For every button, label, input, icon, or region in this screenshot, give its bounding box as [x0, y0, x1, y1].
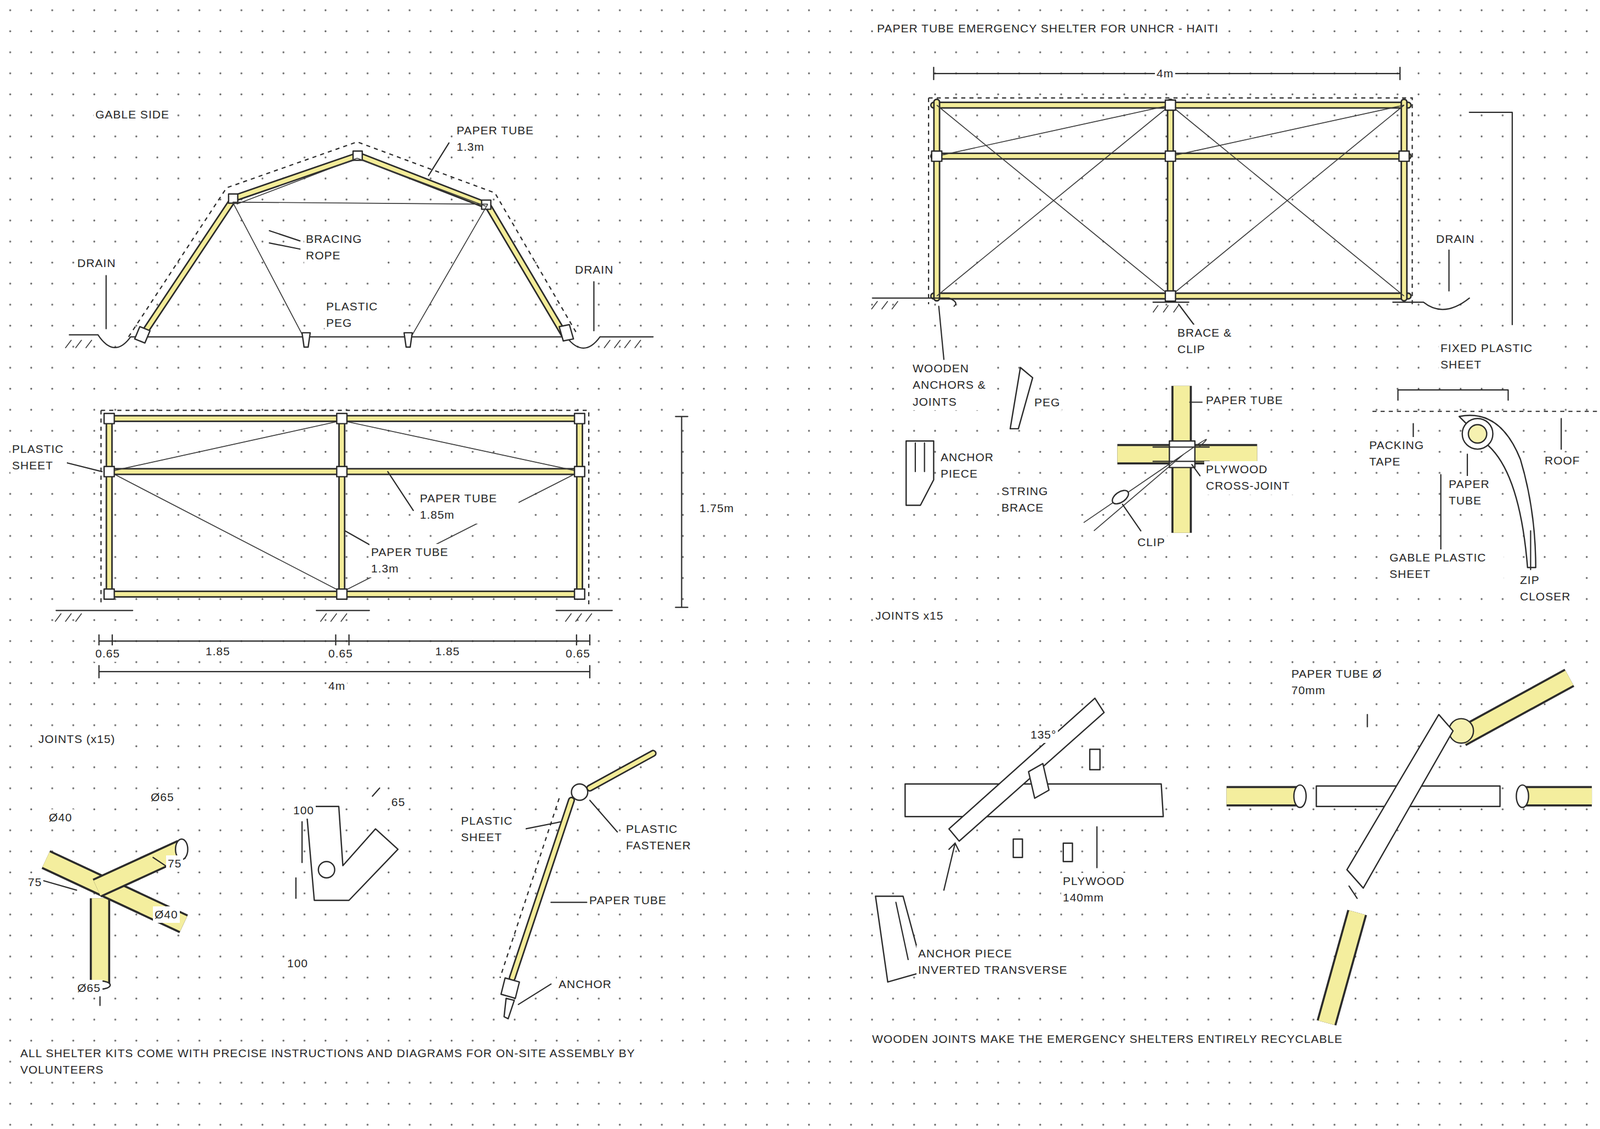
sketch-annotation: PACKING TAPE: [1367, 436, 1434, 471]
sketch-annotation: PAPER TUBE 1.85m: [418, 490, 519, 524]
sketch-annotation: 1.85: [433, 642, 462, 660]
sketch-annotation: 0.65: [564, 645, 592, 662]
sketch-annotation: 4m: [326, 677, 347, 694]
sketch-annotation: PLYWOOD 140mm: [1061, 872, 1157, 907]
sketch-annotation: PLASTIC SHEET: [459, 812, 526, 846]
sketch-annotation: Ø65: [149, 788, 176, 806]
sketch-annotation: GABLE PLASTIC SHEET: [1387, 549, 1504, 583]
sketch-annotation: ANCHOR PIECE INVERTED TRANSVERSE: [916, 944, 1073, 979]
sketch-annotation: FIXED PLASTIC SHEET: [1438, 339, 1565, 374]
sketch-annotation: PAPER TUBE: [587, 891, 669, 909]
sketch-annotation: 65: [389, 793, 407, 811]
sketch-annotation: PAPER TUBE: [1447, 475, 1500, 510]
sketch-annotation: 1.75m: [697, 499, 736, 517]
sketch-annotation: PLASTIC PEG: [324, 298, 391, 332]
sketch-annotation: Ø40: [47, 809, 74, 826]
joint-details-left: [40, 753, 653, 1019]
long-side-elevation: [55, 410, 688, 678]
sketch-annotation: 100: [291, 801, 316, 819]
sketch-annotation: DRAIN: [75, 254, 118, 272]
sketch-annotation: 1.85: [203, 642, 232, 660]
sketch-annotation: PAPER TUBE: [1204, 391, 1285, 409]
joint-details-right: [875, 677, 1592, 1023]
sketch-annotation: 0.65: [93, 645, 122, 662]
sketch-annotation: JOINTS (x15): [36, 730, 117, 748]
sketch-annotation: PAPER TUBE Ø 70mm: [1289, 665, 1387, 699]
sketch-annotation: 135°: [1028, 726, 1058, 743]
sketch-annotation: ANCHOR: [556, 975, 614, 993]
sketch-annotation: ROOF: [1542, 452, 1582, 469]
sketch-annotation: 75: [166, 855, 184, 872]
sketch-annotation: PLYWOOD CROSS-JOINT: [1204, 460, 1310, 495]
sketch-annotation: Ø40: [152, 906, 180, 923]
sketch-annotation: BRACE & CLIP: [1175, 324, 1243, 358]
sketch-annotation: Ø65: [75, 979, 103, 996]
sketch-annotation: PAPER TUBE 1.3m: [369, 543, 455, 578]
sketch-annotation: WOODEN ANCHORS & JOINTS: [910, 360, 994, 411]
roof-gable-detail: [1372, 389, 1598, 570]
sketch-annotation: PLASTIC FASTENER: [624, 820, 730, 854]
sketch-annotation: ZIP CLOSER: [1518, 571, 1585, 606]
sketch-annotation: ANCHOR PIECE: [938, 448, 1002, 483]
sheet-title: PAPER TUBE EMERGENCY SHELTER FOR UNHCR -…: [875, 20, 1221, 37]
sketch-annotation: STRING BRACE: [999, 482, 1067, 517]
sketch-annotation: 100: [285, 954, 310, 972]
sketch-annotation: JOINTS x15: [873, 607, 945, 624]
sketch-annotation: PAPER TUBE 1.3m: [454, 122, 540, 156]
sketch-annotation: DRAIN: [1434, 230, 1477, 248]
sketch-annotation: CLIP: [1135, 533, 1167, 551]
sketch-annotation: 4m: [1154, 65, 1176, 82]
sketch-annotation: 75: [26, 873, 44, 891]
sketch-annotation: PLASTIC SHEET: [10, 440, 67, 475]
sketch-annotation: 0.65: [326, 645, 355, 662]
gable-side-drawing: [65, 141, 653, 349]
sketch-annotation: BRACING ROPE: [304, 230, 381, 265]
sketch-annotation: ALL SHELTER KITS COME WITH PRECISE INSTR…: [18, 1044, 716, 1079]
sketch-annotation: DRAIN: [573, 261, 616, 278]
sketch-annotation: GABLE SIDE: [93, 106, 172, 123]
sketch-annotation: PEG: [1032, 394, 1062, 411]
sketch-annotation: WOODEN JOINTS MAKE THE EMERGENCY SHELTER…: [870, 1030, 1548, 1047]
